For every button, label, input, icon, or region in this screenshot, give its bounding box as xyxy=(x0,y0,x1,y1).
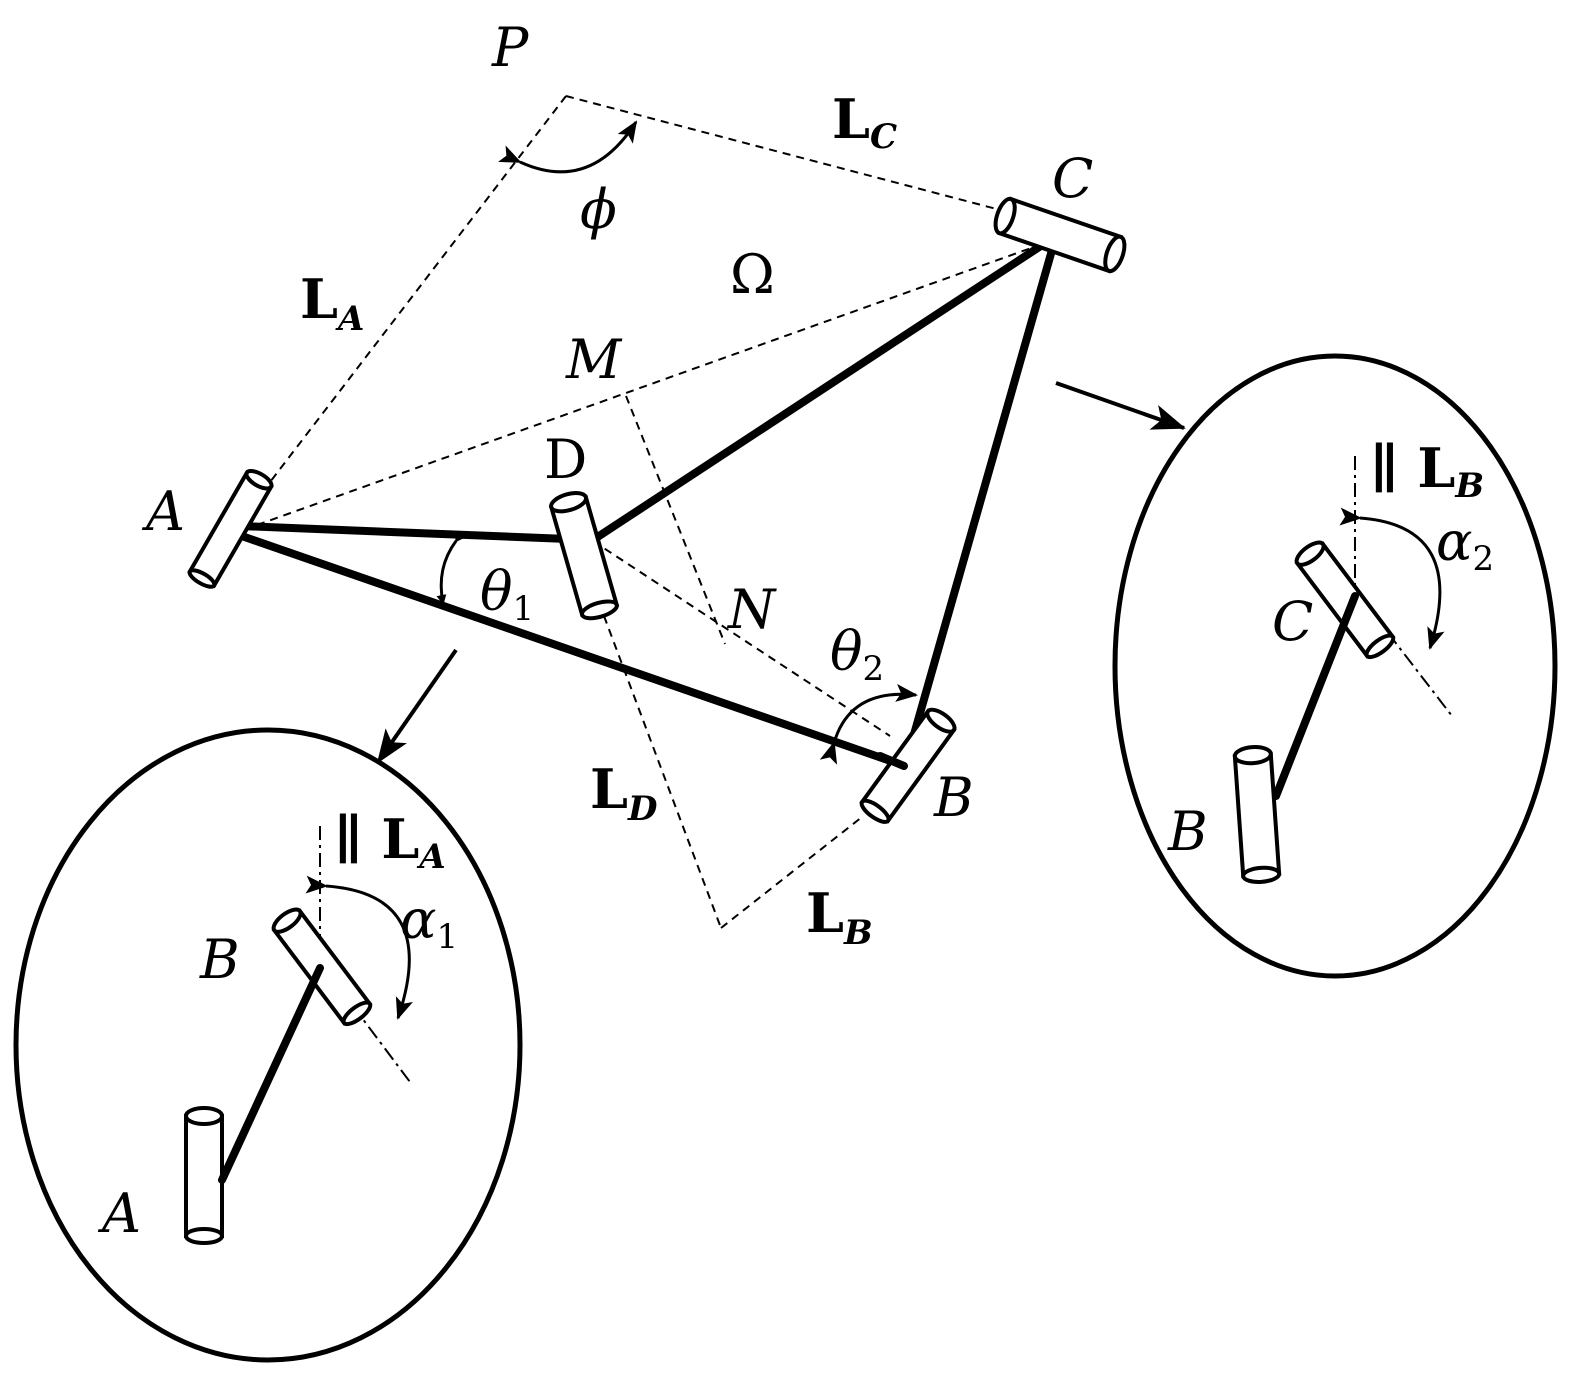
label-A: A xyxy=(141,480,185,543)
inset-right-alpha-arc xyxy=(1339,507,1445,650)
joint-D-cylinder xyxy=(548,491,620,621)
inset-right: ∥ LB α2 C B xyxy=(1112,353,1558,979)
label-L-C: LC xyxy=(832,87,897,157)
joint-C-cylinder xyxy=(993,196,1127,274)
label-theta1: θ1 xyxy=(480,560,534,629)
inset-right-parallel-label: ∥ LB xyxy=(1370,436,1484,506)
inset-left-top-joint-label: B xyxy=(199,928,240,991)
line-L-B xyxy=(720,816,863,929)
line-L-C xyxy=(565,95,1009,213)
inset-left-link xyxy=(218,964,324,1184)
main-labels: P LC C ϕ Ω LA M D A θ1 N θ2 B LD LB xyxy=(141,16,1093,953)
link-D-C xyxy=(589,232,1060,544)
inset-right-alpha-label: α2 xyxy=(1436,510,1494,579)
inset-left-axis-line xyxy=(319,961,411,1083)
label-phi: ϕ xyxy=(580,178,617,241)
joint-B-cylinder xyxy=(859,707,957,824)
inset-left-alpha-label: α1 xyxy=(400,888,458,957)
theta1-arc xyxy=(436,531,465,605)
link-A-B xyxy=(232,530,909,770)
inset-right-bottom-joint-label: B xyxy=(1167,800,1208,863)
phi-arc xyxy=(498,120,638,174)
label-L-A: LA xyxy=(300,267,364,339)
callout-arrow-left xyxy=(376,648,458,764)
link-C-B xyxy=(901,232,1060,770)
callout-arrow-right xyxy=(1055,381,1186,430)
inset-left: ∥ LA α1 B A xyxy=(13,727,523,1363)
label-D: D xyxy=(544,428,587,491)
label-M: M xyxy=(565,328,623,391)
theta2-arc xyxy=(819,683,918,765)
links xyxy=(232,232,1060,770)
label-L-D: LD xyxy=(590,757,658,829)
inset-left-parallel-label: ∥ LA xyxy=(334,807,446,877)
angle-arcs xyxy=(436,120,918,765)
inset-right-border xyxy=(1112,353,1558,979)
label-Omega: Ω xyxy=(730,243,775,306)
label-P: P xyxy=(491,16,530,79)
label-N: N xyxy=(726,578,777,641)
link-A-D xyxy=(236,522,597,544)
line-A-C xyxy=(256,241,1049,526)
label-theta2: θ2 xyxy=(830,620,884,689)
line-L-A xyxy=(266,95,567,487)
joint-A-cylinder xyxy=(187,469,274,589)
label-B: B xyxy=(933,766,974,829)
label-C: C xyxy=(1052,147,1093,210)
inset-left-bottom-joint-label: A xyxy=(97,1182,141,1245)
inset-left-border xyxy=(13,727,523,1363)
inset-right-top-joint-label: C xyxy=(1272,590,1313,653)
inset-left-alpha-arc xyxy=(305,875,413,1020)
line-M-N xyxy=(625,395,726,645)
label-L-B: LB xyxy=(806,881,873,953)
